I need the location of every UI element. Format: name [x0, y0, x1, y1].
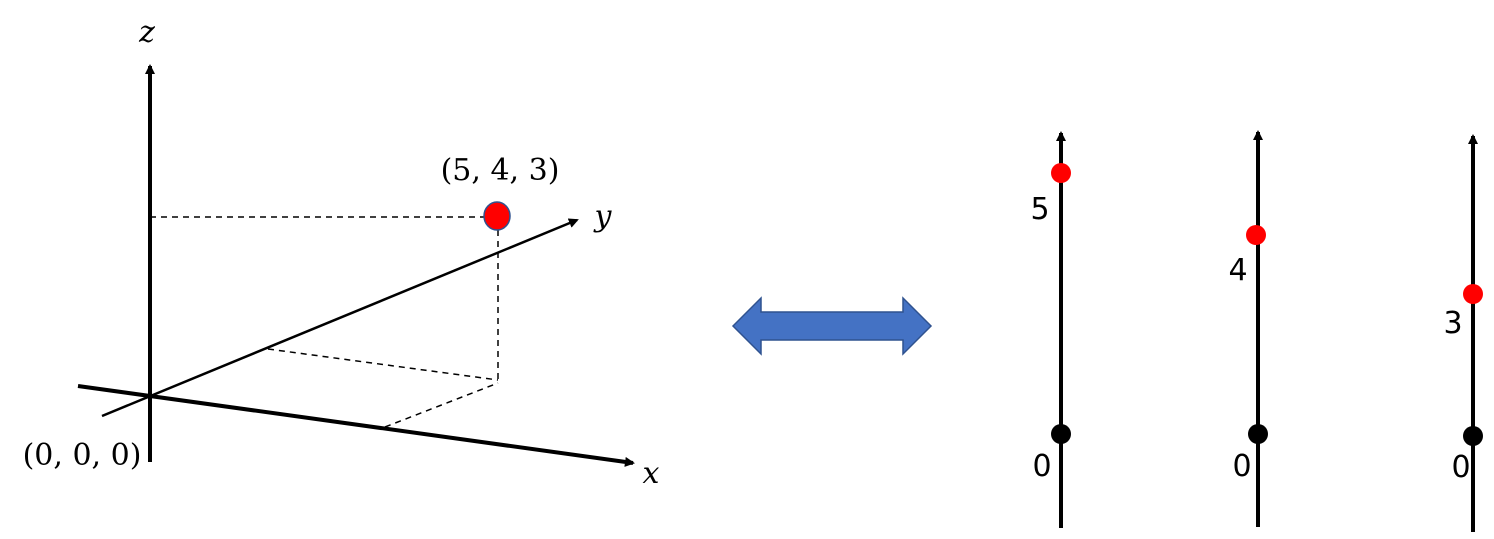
- origin-dot: [1248, 424, 1268, 444]
- value-label: 4: [1228, 253, 1247, 288]
- point-5-4-3: [483, 201, 511, 231]
- double-arrow-icon: [731, 296, 933, 356]
- x-projection-line: [384, 382, 499, 428]
- left-3d-diagram: z y x (5, 4, 3) (0, 0, 0): [23, 15, 660, 491]
- value-label: 5: [1030, 192, 1049, 227]
- value-label: 3: [1443, 306, 1462, 341]
- y-axis: [101, 218, 579, 418]
- value-dot: [1246, 225, 1266, 245]
- value-dot: [1051, 163, 1071, 183]
- origin-dot: [1051, 424, 1071, 444]
- origin-label: 0: [1451, 450, 1470, 485]
- y-projection-line: [267, 348, 499, 381]
- value-dot: [1463, 284, 1483, 304]
- number-line-2: 4 0: [1228, 130, 1268, 527]
- number-line-1: 5 0: [1030, 131, 1071, 528]
- number-line-3: 3 0: [1443, 134, 1483, 532]
- point-label: (5, 4, 3): [441, 153, 560, 188]
- origin-label: 0: [1032, 449, 1051, 484]
- origin-dot: [1463, 426, 1483, 446]
- y-axis-label: y: [593, 199, 613, 234]
- z-axis-label: z: [138, 15, 155, 50]
- projection-lines: [150, 216, 499, 428]
- x-axis-label: x: [643, 456, 660, 491]
- x-axis: [77, 384, 635, 467]
- origin-label: 0: [1232, 449, 1251, 484]
- origin-label: (0, 0, 0): [23, 438, 142, 473]
